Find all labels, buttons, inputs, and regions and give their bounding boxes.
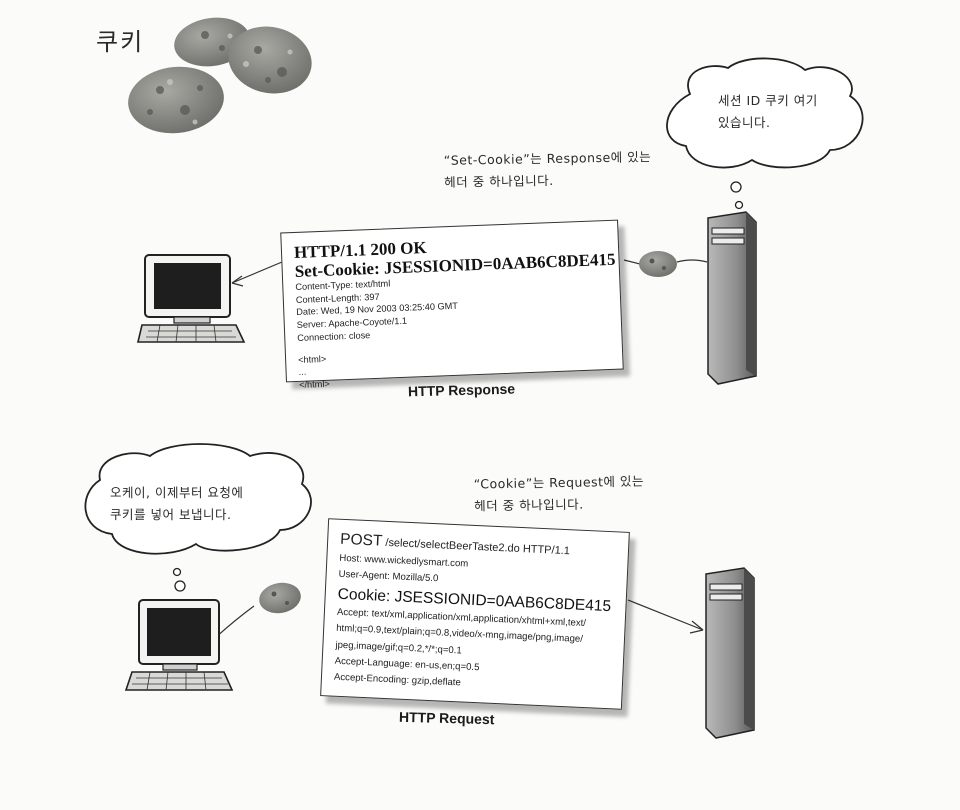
cookie-pile-icon [128, 17, 312, 134]
server-bubble-line1: 세션 ID 쿠키 여기 [718, 93, 818, 108]
request-client-computer-icon [124, 599, 234, 691]
traveling-cookie-icon [639, 251, 677, 277]
http-request-card: POST /select/selectBeerTaste2.do HTTP/1.… [320, 518, 630, 710]
request-method: POST [339, 530, 383, 550]
client-bubble-line2: 쿠키를 넣어 보냅니다. [110, 507, 232, 522]
http-response-caption: HTTP Response [407, 380, 516, 400]
client-bubble-line1: 오케이, 이제부터 요청에 [110, 485, 244, 500]
server-bubble-text: 세션 ID 쿠키 여기 있습니다. [718, 90, 818, 134]
page-title: 쿠키 [96, 28, 145, 56]
set-cookie-note-line2: 헤더 중 하나입니다. [444, 172, 554, 190]
http-request-caption: HTTP Request [398, 708, 495, 728]
http-response-card: HTTP/1.1 200 OK Set-Cookie: JSESSIONID=0… [280, 219, 624, 390]
client-thought-bubble [84, 443, 312, 555]
request-server-icon [705, 567, 755, 739]
set-cookie-note-line1: “Set-Cookie”는 Response에 있는 [443, 149, 652, 168]
server-icon [707, 211, 757, 385]
server-thought-bubble [666, 57, 864, 169]
server-bubble-line2: 있습니다. [718, 115, 771, 130]
request-cookie-icon [259, 582, 301, 614]
cookie-note-line2: 헤더 중 하나입니다. [474, 496, 584, 514]
client-computer-icon [136, 254, 246, 343]
client-bubble-text: 오케이, 이제부터 요청에 쿠키를 넣어 보냅니다. [110, 482, 243, 526]
cookie-note: “Cookie”는 Request에 있는 헤더 중 하나입니다. [474, 471, 645, 518]
set-cookie-note: “Set-Cookie”는 Response에 있는 헤더 중 하나입니다. [444, 146, 652, 194]
cookie-note-line1: “Cookie”는 Request에 있는 [473, 473, 645, 492]
